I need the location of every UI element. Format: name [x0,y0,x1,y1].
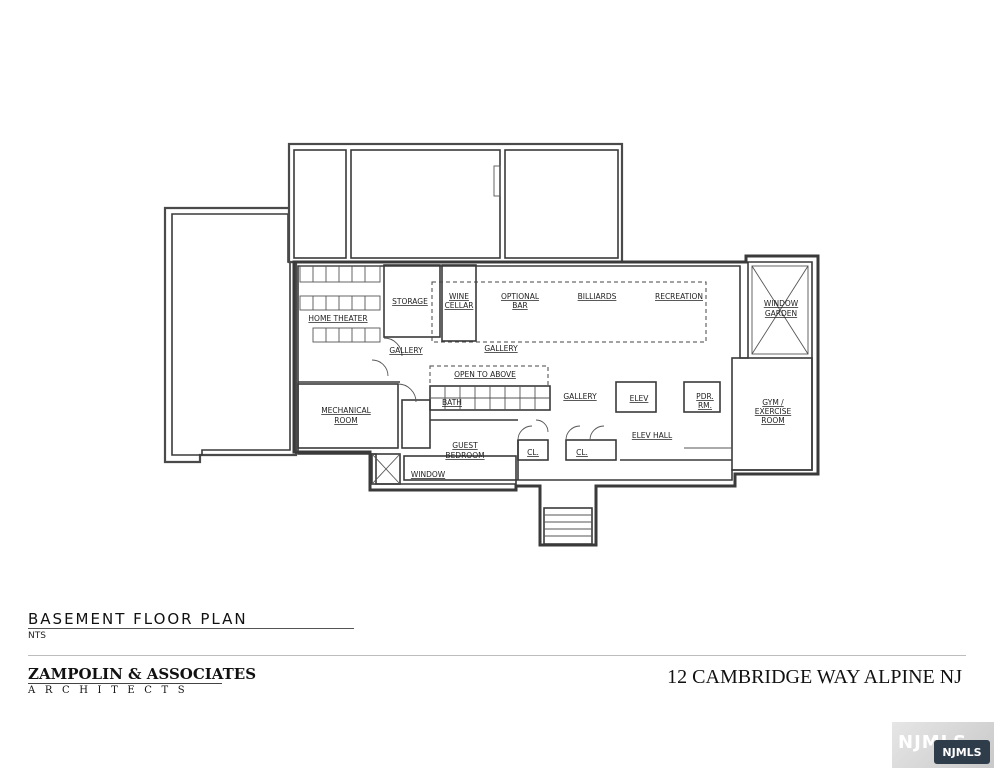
label-mechanical-2: ROOM [334,416,358,425]
door-swings [371,337,605,441]
label-guest-2: BEDROOM [445,451,484,460]
main-basement [292,254,820,547]
label-gym-3: ROOM [761,416,785,425]
label-gym-2: EXERCISE [755,407,792,416]
firm-name: ZAMPOLIN & ASSOCIATES [28,665,257,683]
theater-seating [299,265,381,343]
label-pdr-1: PDR. [696,392,714,401]
label-gallery-left: GALLERY [389,346,423,355]
drawing-title: BASEMENT FLOOR PLAN [28,610,248,628]
label-mechanical-1: MECHANICAL [321,406,371,415]
label-gym-1: GYM / [762,398,784,407]
label-window: WINDOW [411,470,446,479]
label-wine-cellar-2: CELLAR [445,301,474,310]
label-gallery-center: GALLERY [484,344,518,353]
title-underline [28,628,354,629]
label-billiards: BILLIARDS [578,292,617,301]
label-window-garden-2: GARDEN [765,309,797,318]
label-closet-2: CL. [576,448,588,457]
label-bath: BATH [442,398,462,407]
drawing-scale: NTS [28,631,46,641]
label-elev: ELEV [630,394,650,403]
label-optional-bar-1: OPTIONAL [501,292,540,301]
label-window-garden-1: WINDOW [764,299,799,308]
sheet-divider [28,655,966,656]
stair [429,385,551,411]
firm-subtitle: ARCHITECTS [28,685,195,696]
label-guest-1: GUEST [452,441,478,450]
label-closet-1: CL. [527,448,539,457]
firm-divider [28,683,222,684]
label-elev-hall: ELEV HALL [632,431,673,440]
label-gallery-right: GALLERY [563,392,597,401]
room-labels: STORAGE WINE CELLAR OPTIONAL BAR BILLIAR… [308,292,798,479]
label-wine-cellar-1: WINE [449,292,469,301]
label-storage: STORAGE [392,297,428,306]
label-optional-bar-2: BAR [512,301,528,310]
label-home-theater: HOME THEATER [308,314,367,323]
top-bays [287,142,624,264]
window-garden-cross [751,265,809,355]
label-recreation: RECREATION [655,292,703,301]
mls-badge: NJMLS [934,740,990,764]
label-open-to-above: OPEN TO ABOVE [454,370,516,379]
project-address: 12 CAMBRIDGE WAY ALPINE NJ [667,666,962,688]
exterior-stair [543,507,593,545]
garage-block [163,206,298,464]
label-pdr-2: RM. [698,401,712,410]
partitions [297,264,813,485]
